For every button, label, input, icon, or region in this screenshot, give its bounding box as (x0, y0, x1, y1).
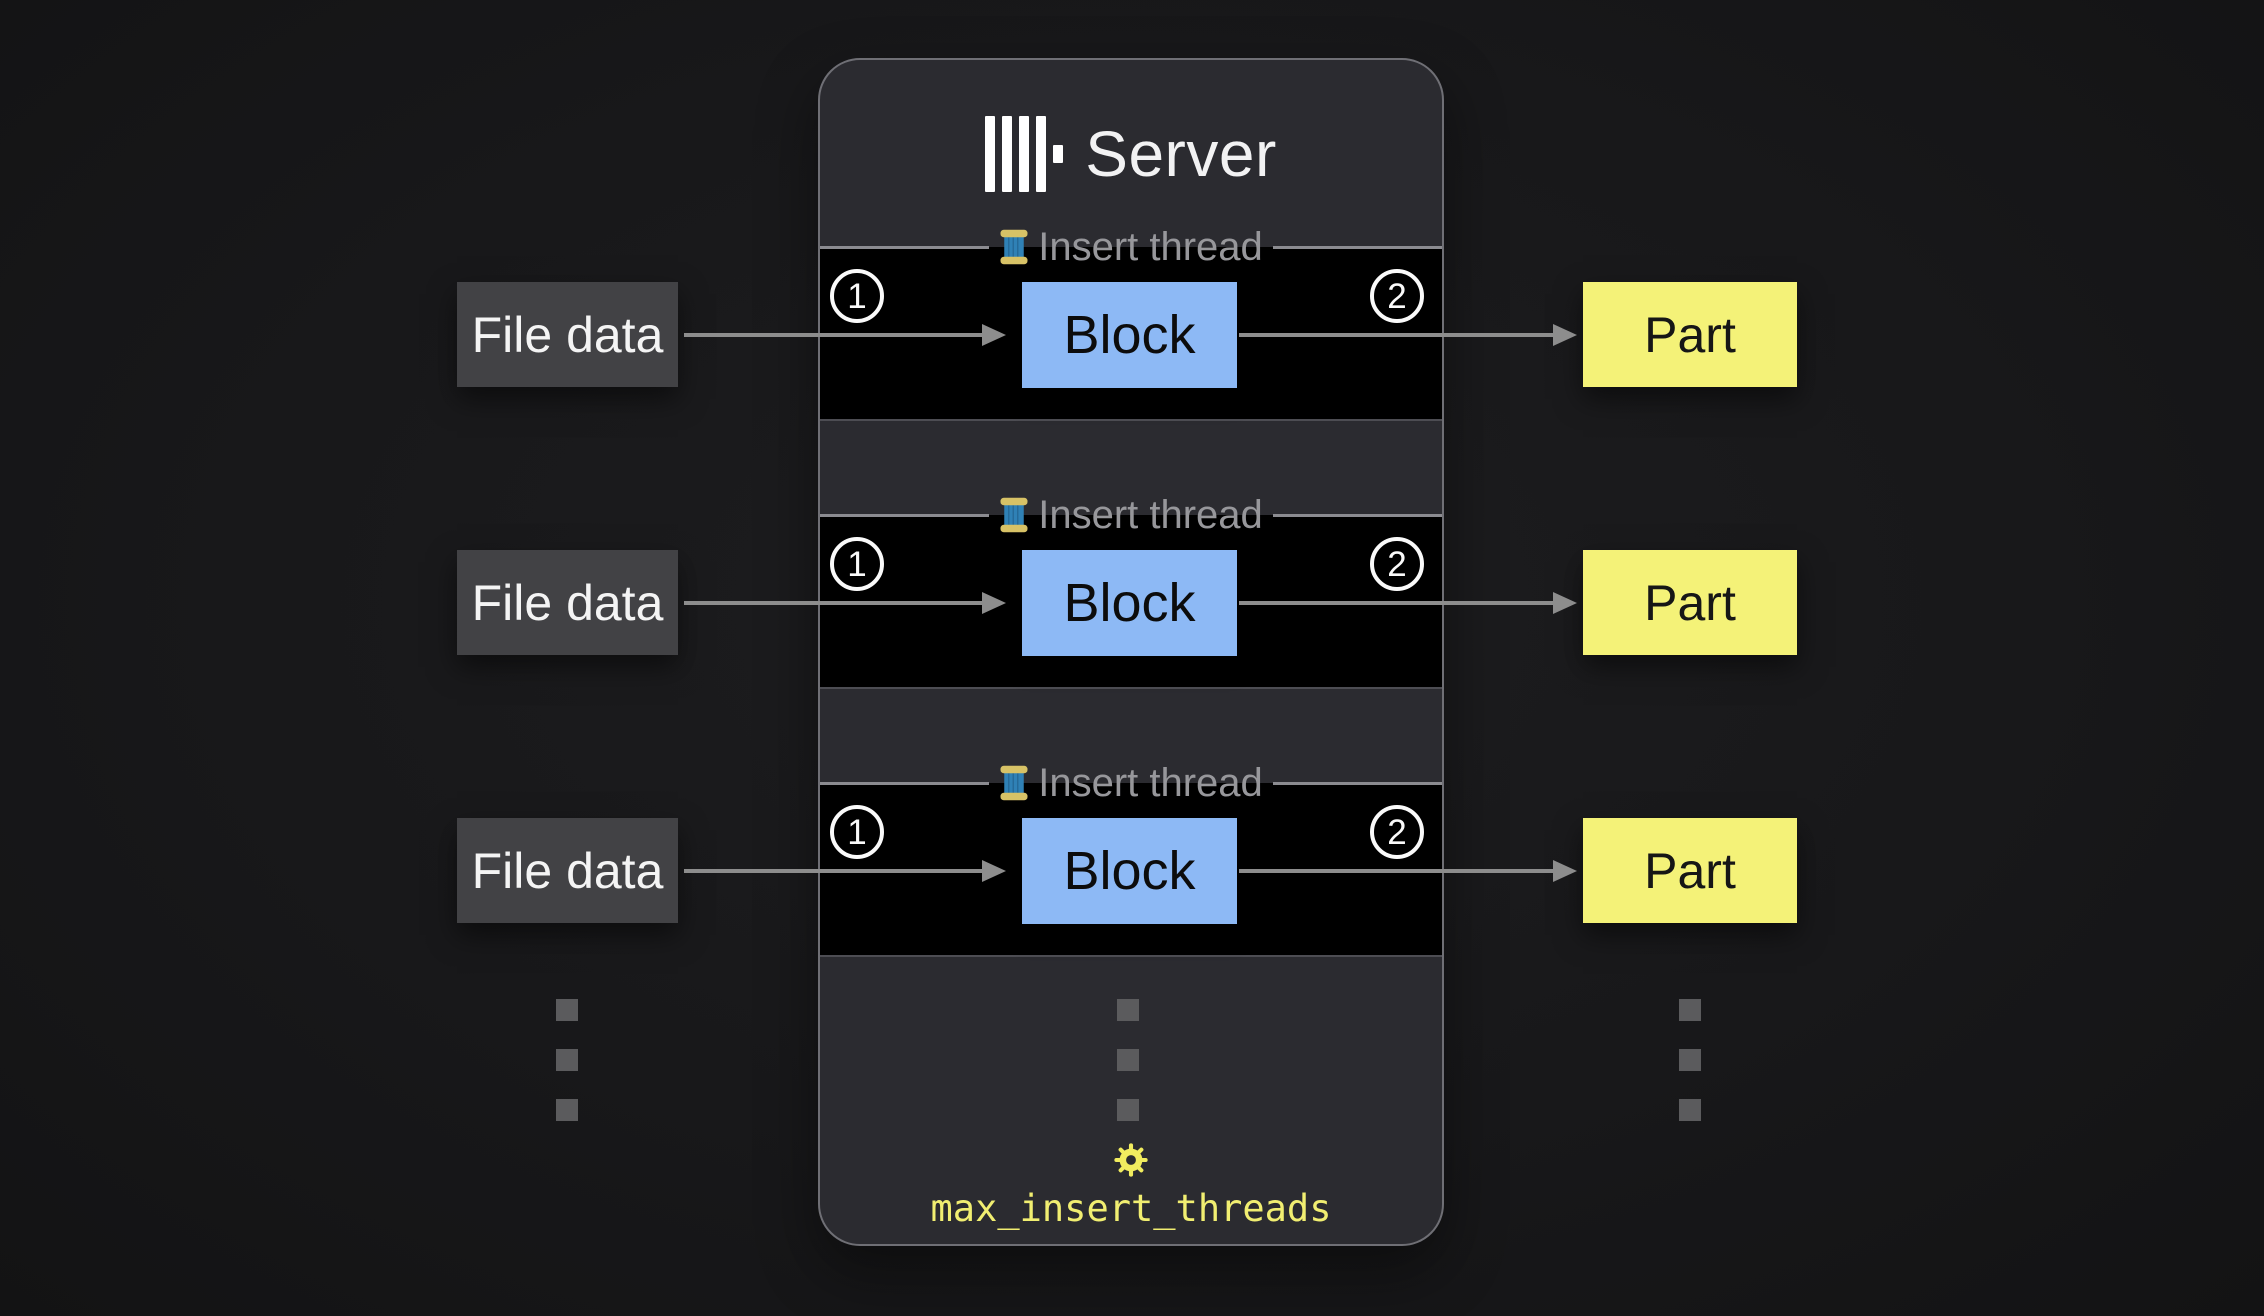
logo-bar (1036, 115, 1047, 192)
ellipsis-dot (1679, 1049, 1701, 1071)
ellipsis-dot (556, 999, 578, 1021)
ellipsis-dot (1117, 999, 1139, 1021)
thread-legend: Insert thread (820, 761, 1443, 806)
step-badge-2: 2 (1370, 805, 1424, 859)
arrow-shaft (1239, 869, 1553, 873)
logo-bar-short (1053, 144, 1064, 163)
legend-rule-left (820, 245, 990, 249)
part-box: Part (1583, 550, 1797, 655)
arrow-file-to-block (684, 592, 1006, 614)
step-badge-2: 2 (1370, 537, 1424, 591)
step-badge-1: 1 (830, 537, 884, 591)
block-box: Block (1022, 282, 1237, 388)
step-badge-1: 1 (830, 269, 884, 323)
arrowhead-icon (982, 324, 1006, 346)
settings-group: max_insert_threads (820, 1141, 1442, 1230)
arrowhead-icon (1553, 860, 1577, 882)
ellipsis-dot (556, 1099, 578, 1121)
legend-label: Insert thread (989, 761, 1273, 806)
arrow-shaft (684, 869, 982, 873)
clickhouse-logo-icon (985, 115, 1064, 192)
legend-text: Insert thread (1038, 760, 1263, 805)
thread-legend: Insert thread (820, 225, 1443, 270)
arrow-shaft (684, 601, 982, 605)
legend-text: Insert thread (1038, 224, 1263, 269)
thread-spool-icon (1000, 229, 1028, 265)
ellipsis-column-input (556, 999, 578, 1121)
legend-label: Insert thread (989, 225, 1273, 270)
block-box: Block (1022, 818, 1237, 924)
arrow-block-to-part (1239, 592, 1577, 614)
legend-rule-left (820, 781, 990, 785)
legend-rule-left (820, 513, 990, 517)
ellipsis-column-threads (1117, 999, 1139, 1121)
arrowhead-icon (1553, 592, 1577, 614)
file-data-box: File data (457, 818, 678, 923)
ellipsis-dot (1117, 1049, 1139, 1071)
step-badge-2: 2 (1370, 269, 1424, 323)
legend-rule-right (1272, 245, 1443, 249)
part-box: Part (1583, 818, 1797, 923)
setting-label: max_insert_threads (930, 1187, 1332, 1230)
thread-spool-icon (1000, 497, 1028, 533)
file-data-box: File data (457, 282, 678, 387)
thread-spool-icon (1000, 765, 1028, 801)
block-box: Block (1022, 550, 1237, 656)
logo-bar (1002, 115, 1013, 192)
ellipsis-dot (1679, 1099, 1701, 1121)
insert-thread-lane: Insert thread 1 Block 2 (820, 225, 1443, 421)
ellipsis-dot (1679, 999, 1701, 1021)
ellipsis-dot (1117, 1099, 1139, 1121)
legend-rule-right (1272, 513, 1443, 517)
arrow-file-to-block (684, 860, 1006, 882)
ellipsis-column-output (1679, 999, 1701, 1121)
file-data-box: File data (457, 550, 678, 655)
arrow-block-to-part (1239, 860, 1577, 882)
server-container: Server Insert thread 1 Block 2 (818, 58, 1444, 1246)
arrow-shaft (1239, 601, 1553, 605)
legend-rule-right (1272, 781, 1443, 785)
arrow-shaft (1239, 333, 1553, 337)
logo-bar (1019, 115, 1030, 192)
logo-bar (985, 115, 996, 192)
arrowhead-icon (1553, 324, 1577, 346)
arrow-file-to-block (684, 324, 1006, 346)
part-box: Part (1583, 282, 1797, 387)
arrowhead-icon (982, 860, 1006, 882)
legend-text: Insert thread (1038, 492, 1263, 537)
arrow-block-to-part (1239, 324, 1577, 346)
legend-label: Insert thread (989, 493, 1273, 538)
arrow-shaft (684, 333, 982, 337)
ellipsis-dot (556, 1049, 578, 1071)
step-badge-1: 1 (830, 805, 884, 859)
server-title: Server (1085, 117, 1277, 190)
thread-legend: Insert thread (820, 493, 1443, 538)
server-header: Server (820, 60, 1442, 247)
arrowhead-icon (982, 592, 1006, 614)
gear-icon (1114, 1143, 1148, 1177)
